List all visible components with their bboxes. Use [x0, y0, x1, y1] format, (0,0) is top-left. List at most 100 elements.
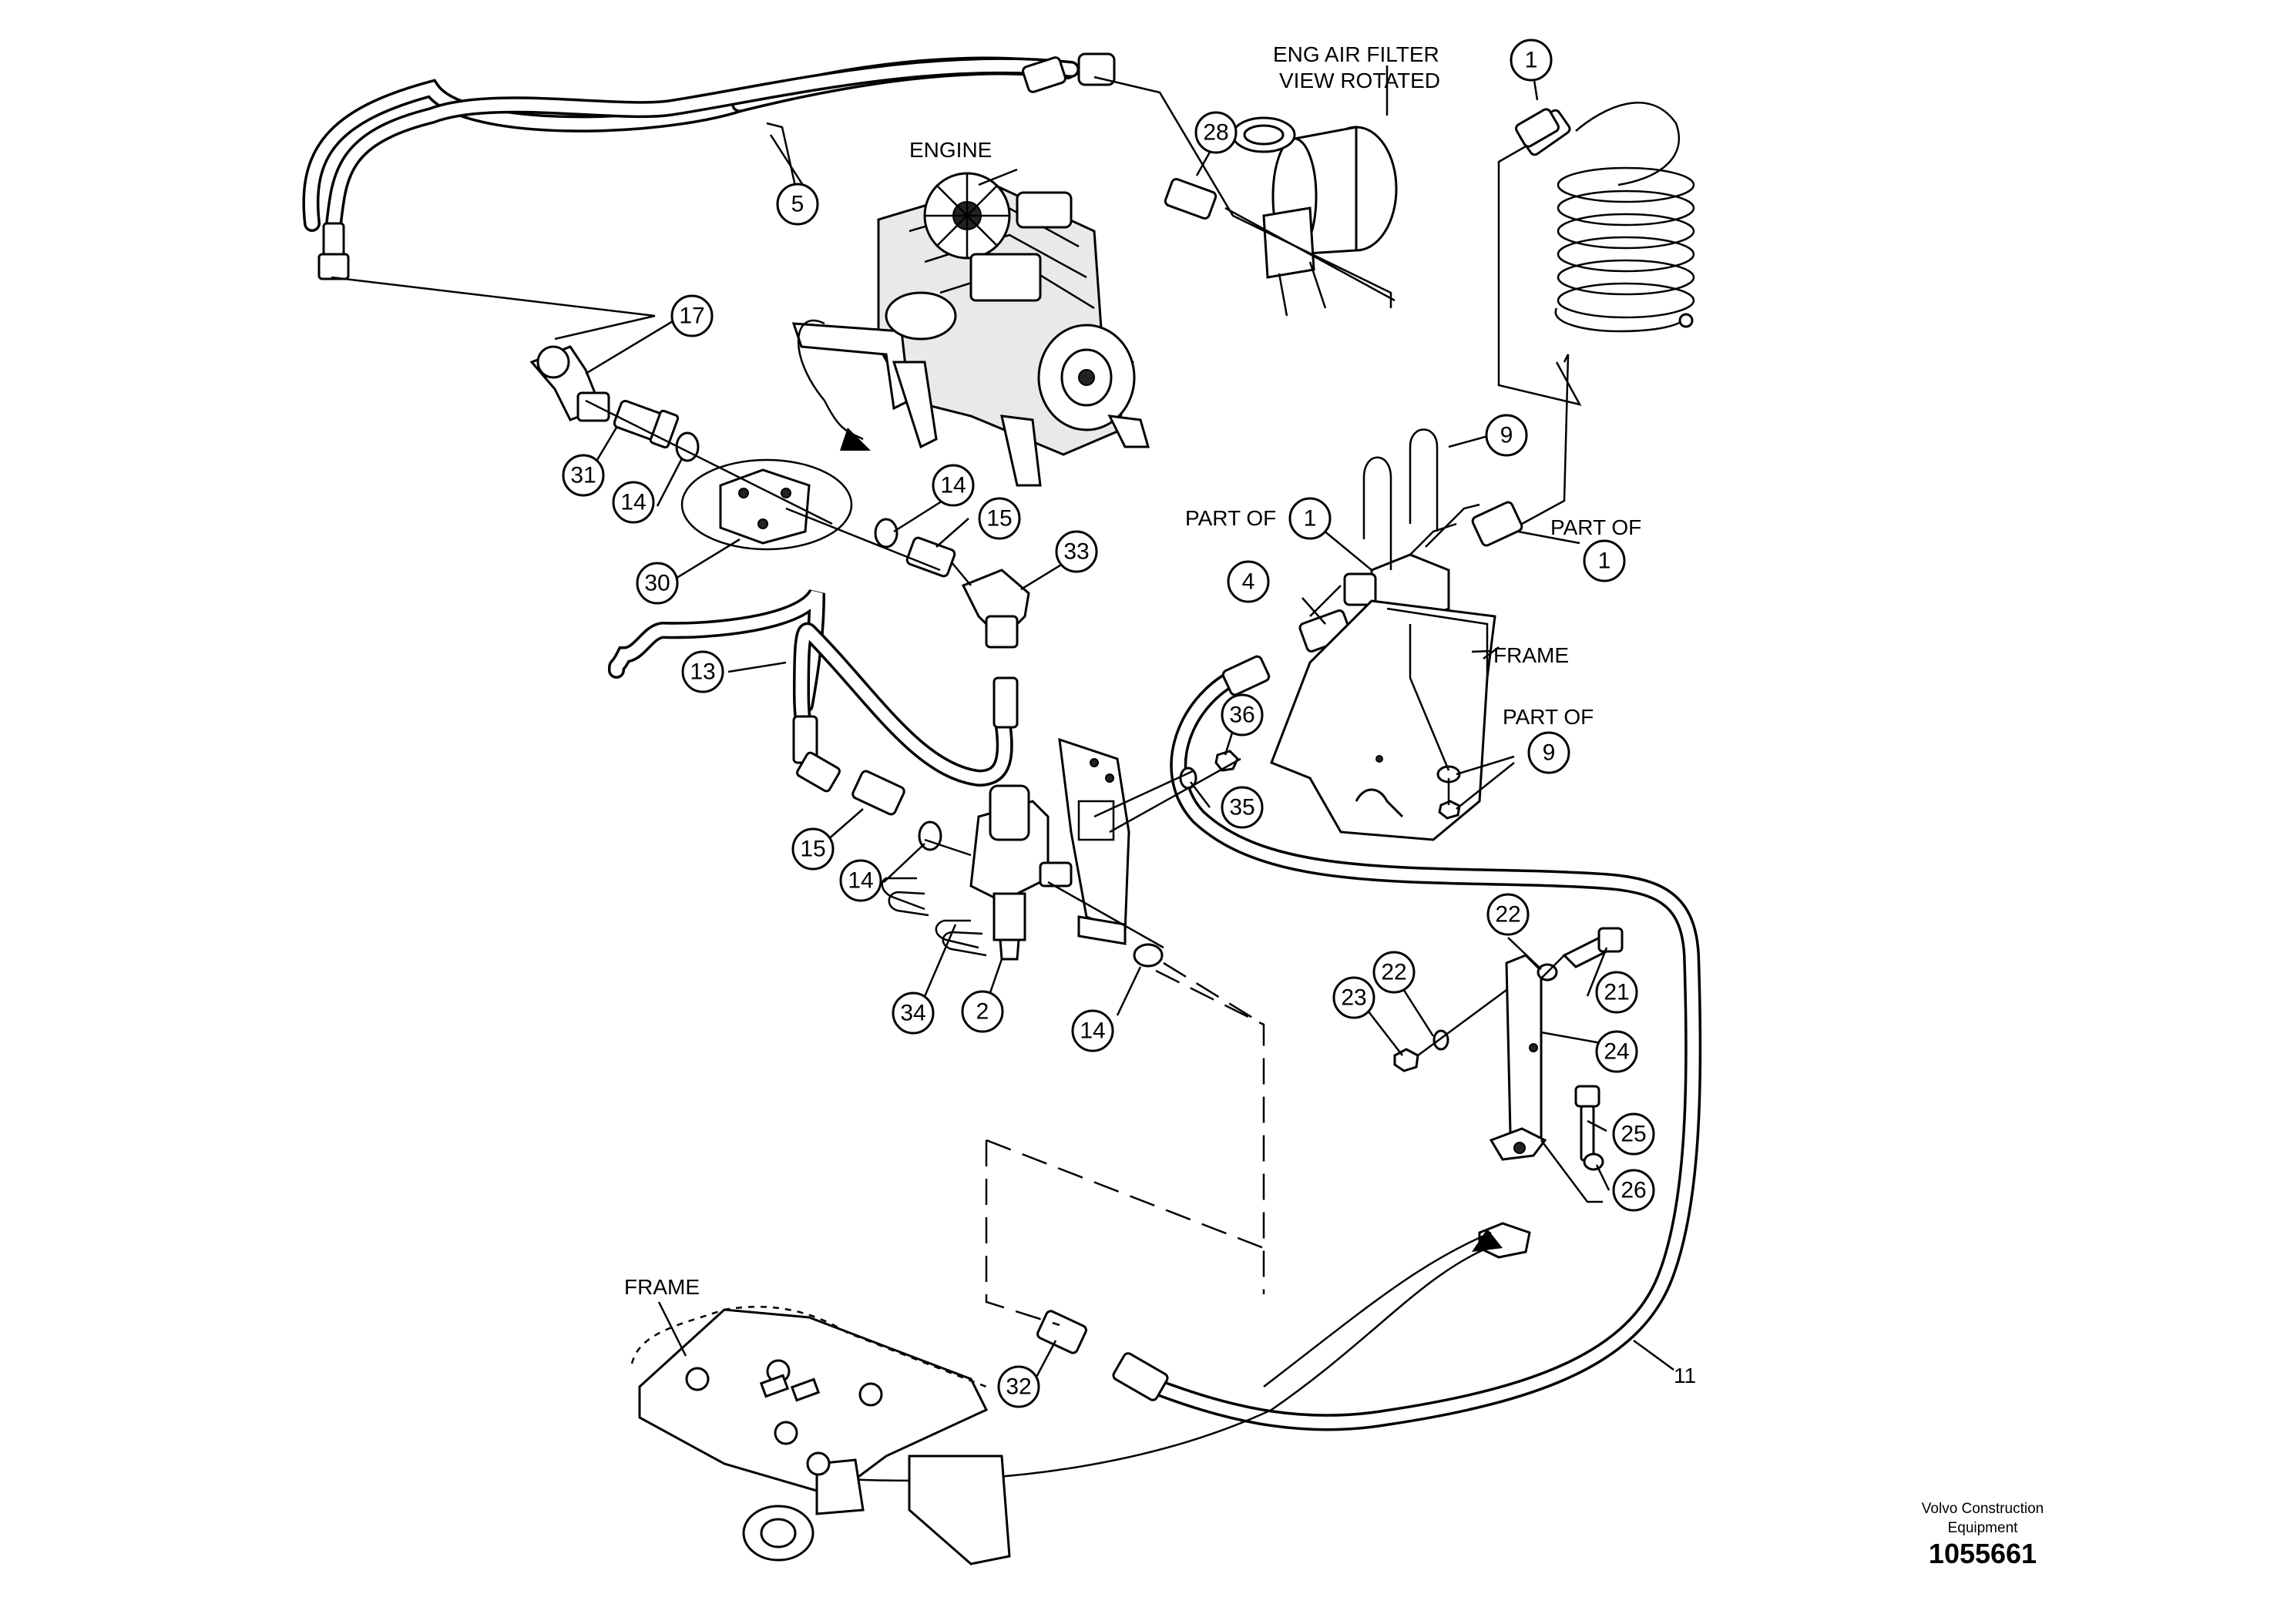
fitting-28 — [1164, 178, 1218, 220]
callout-2: 2 — [961, 990, 1004, 1033]
callout-1-right: 1 — [1583, 539, 1626, 582]
callout-4: 4 — [1227, 560, 1270, 603]
svg-text:4: 4 — [1242, 569, 1255, 595]
svg-text:14: 14 — [620, 490, 646, 515]
fitting-15-lower — [851, 770, 905, 816]
svg-text:35: 35 — [1229, 795, 1254, 820]
callout-33: 33 — [1055, 530, 1098, 573]
svg-text:24: 24 — [1604, 1039, 1629, 1065]
hose-13 — [608, 588, 1019, 793]
callout-15-b: 15 — [791, 827, 835, 871]
svg-text:28: 28 — [1203, 120, 1228, 146]
u-bolt-9 — [1362, 428, 1439, 570]
svg-text:22: 22 — [1381, 960, 1406, 985]
engine-assembly — [791, 172, 1150, 487]
bracket-plate — [1058, 737, 1130, 945]
svg-text:23: 23 — [1341, 985, 1366, 1011]
fitting-15-upper — [905, 536, 956, 578]
air-filter — [1231, 116, 1398, 317]
part-of-right-label: PART OF — [1550, 515, 1641, 539]
nuts-35-36 — [1179, 750, 1239, 790]
footer-maker-line2: Equipment — [1947, 1520, 2018, 1536]
callout-5: 5 — [776, 183, 819, 226]
svg-text:14: 14 — [848, 868, 873, 894]
svg-text:21: 21 — [1604, 980, 1629, 1005]
part-of-lower-label: PART OF — [1503, 705, 1594, 729]
callout-13: 13 — [681, 650, 724, 693]
callout-leaders — [582, 59, 1674, 1382]
callout-32: 32 — [997, 1365, 1040, 1408]
svg-text:32: 32 — [1006, 1374, 1031, 1400]
svg-text:1: 1 — [1598, 549, 1611, 574]
callout-14-c: 14 — [839, 859, 882, 902]
fitting-31 — [613, 400, 680, 449]
svg-text:2: 2 — [976, 999, 989, 1025]
svg-text:25: 25 — [1621, 1122, 1646, 1147]
hose-5-fittings — [317, 52, 1116, 280]
clips-34 — [881, 877, 987, 957]
svg-text:15: 15 — [986, 506, 1012, 532]
washer-26 — [1583, 1153, 1604, 1171]
svg-text:34: 34 — [900, 1001, 925, 1026]
air-filter-label-line1: ENG AIR FILTER — [1273, 42, 1439, 66]
engine-arrowhead — [840, 428, 871, 451]
callout-17: 17 — [670, 294, 714, 337]
callout-24: 24 — [1595, 1030, 1638, 1073]
svg-text:1: 1 — [1525, 48, 1538, 73]
valve-2 — [969, 784, 1073, 961]
callout-15-a: 15 — [978, 497, 1021, 540]
dashed-connectors — [985, 961, 1265, 1327]
callout-14-b: 14 — [932, 464, 975, 507]
callout-34: 34 — [892, 992, 935, 1035]
callout-25: 25 — [1612, 1112, 1655, 1156]
svg-text:9: 9 — [1500, 423, 1513, 448]
callout-31: 31 — [562, 454, 605, 497]
callout-36: 36 — [1221, 693, 1264, 737]
callout-1-top: 1 — [1510, 39, 1553, 82]
frame-right — [1270, 599, 1496, 841]
part-of-left-label: PART OF — [1185, 506, 1276, 530]
callout-30: 30 — [636, 562, 679, 605]
callout-35: 35 — [1221, 786, 1264, 829]
callout-22-b: 22 — [1372, 951, 1416, 994]
callout-28: 28 — [1194, 111, 1238, 154]
frame-bottom — [630, 1306, 1011, 1565]
svg-text:17: 17 — [679, 304, 704, 329]
svg-text:31: 31 — [570, 463, 596, 488]
svg-text:26: 26 — [1621, 1178, 1646, 1203]
svg-text:36: 36 — [1229, 703, 1254, 728]
svg-text:14: 14 — [940, 473, 966, 498]
bolt-21 — [1562, 927, 1624, 968]
callout-21: 21 — [1595, 971, 1638, 1014]
svg-text:15: 15 — [800, 837, 825, 862]
engine-label: ENGINE — [909, 138, 992, 162]
elbow-33 — [961, 569, 1030, 649]
callout-14-d: 14 — [1071, 1009, 1114, 1052]
fitting-32 — [1036, 1310, 1087, 1354]
callout-14-a: 14 — [612, 481, 655, 524]
callout-9-top: 9 — [1485, 414, 1528, 457]
callout-1-left: 1 — [1288, 497, 1332, 540]
callout-9-lower: 9 — [1527, 731, 1570, 774]
mount-arrow — [847, 1229, 1503, 1482]
callout-23: 23 — [1332, 976, 1375, 1019]
svg-text:5: 5 — [791, 192, 804, 217]
footer-maker-line1: Volvo Construction — [1921, 1501, 2044, 1517]
fitting-1-top — [1515, 108, 1560, 148]
bolt-25 — [1574, 1085, 1600, 1162]
svg-text:1: 1 — [1304, 506, 1317, 532]
fitting-1-right — [1471, 501, 1523, 547]
footer-maker: Volvo Construction Equipment — [1902, 1499, 2064, 1538]
frame-bottom-label: FRAME — [624, 1275, 700, 1299]
hose-11 — [1112, 655, 1702, 1431]
svg-text:14: 14 — [1080, 1018, 1105, 1044]
callout-22-a: 22 — [1486, 893, 1530, 936]
air-filter-label-line2: VIEW ROTATED — [1279, 69, 1440, 92]
svg-text:13: 13 — [690, 659, 715, 685]
svg-text:33: 33 — [1063, 539, 1089, 565]
callout-11: 11 — [1674, 1364, 1696, 1387]
alignment-lines — [331, 75, 1603, 1203]
frame-right-label: FRAME — [1493, 643, 1569, 667]
